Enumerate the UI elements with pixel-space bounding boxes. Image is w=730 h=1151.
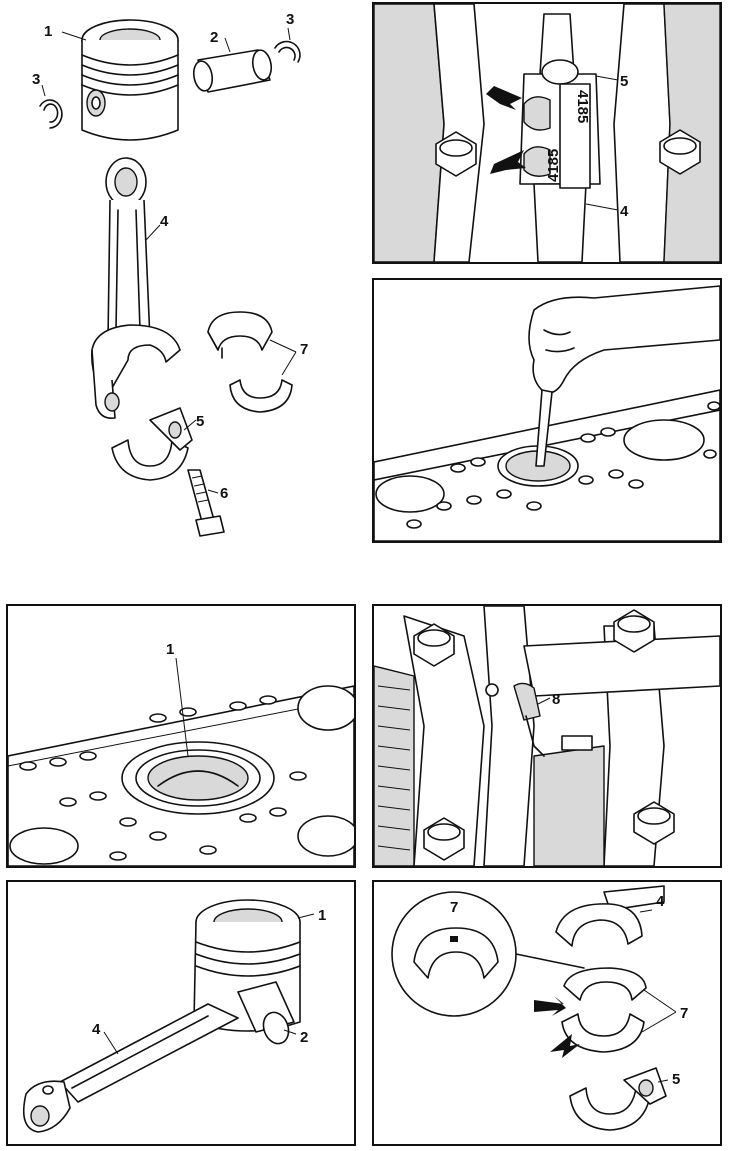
circlip-right bbox=[274, 40, 301, 63]
connecting-rod bbox=[22, 1003, 239, 1133]
circlip-left bbox=[39, 99, 63, 129]
label-shell-detail: 7 bbox=[450, 899, 458, 916]
shell-detail bbox=[413, 927, 499, 979]
piston-in-bore-panel: 1 bbox=[6, 604, 356, 868]
label-rod: 4 bbox=[92, 1021, 101, 1038]
hand-with-probe bbox=[528, 285, 720, 467]
crankcase-jet-panel: 8 bbox=[372, 604, 722, 868]
arrow-upper-icon bbox=[486, 86, 522, 110]
probe-icon bbox=[535, 389, 553, 467]
label-cap: 5 bbox=[196, 413, 204, 430]
rod-bolt bbox=[187, 469, 225, 537]
bore-probe-drawing bbox=[374, 285, 720, 541]
gasket-holes bbox=[19, 695, 307, 861]
arrow-lower-icon bbox=[550, 1034, 580, 1058]
arrow-lower-icon bbox=[490, 150, 526, 174]
piston-pin bbox=[237, 981, 295, 1045]
bolt-top-right bbox=[613, 609, 655, 653]
rod-marking-panel: 4185 4185 5 4 bbox=[372, 2, 722, 264]
label-shells: 7 bbox=[680, 1005, 688, 1022]
connecting-rod bbox=[555, 885, 665, 947]
bolt-bottom-right bbox=[633, 801, 675, 845]
piston-rod-drawing: 1 2 4 bbox=[22, 899, 326, 1133]
label-bolt: 6 bbox=[220, 485, 228, 502]
label-cap: 5 bbox=[620, 73, 628, 90]
label-rod: 4 bbox=[620, 203, 629, 220]
rod-stamp-face bbox=[559, 83, 591, 189]
bearing-shells-drawing: 7 4 7 5 bbox=[391, 885, 688, 1131]
piston-crown bbox=[147, 755, 249, 801]
main-bearing-bolt-right bbox=[659, 129, 701, 175]
bore-probe-panel bbox=[372, 278, 722, 543]
label-shells: 7 bbox=[300, 341, 308, 358]
stamp-upper: 4185 bbox=[574, 90, 591, 123]
piston-pin bbox=[192, 49, 273, 93]
label-rod: 4 bbox=[160, 213, 169, 230]
piston bbox=[81, 19, 179, 141]
bearing-shell-upper bbox=[563, 967, 647, 1001]
label-cap: 5 bbox=[672, 1071, 680, 1088]
bearing-shell-lower bbox=[229, 379, 293, 413]
label-piston: 1 bbox=[166, 641, 174, 658]
gasket-holes bbox=[406, 401, 720, 529]
bearing-shell-lower bbox=[561, 1013, 645, 1053]
label-rod: 4 bbox=[656, 893, 665, 910]
crankcase-jet-drawing: 8 bbox=[374, 606, 720, 866]
oil-jet bbox=[513, 682, 593, 757]
rod-cap bbox=[111, 407, 193, 481]
bolt-bottom-left bbox=[423, 817, 465, 861]
arrow-upper-icon bbox=[534, 996, 566, 1016]
piston-rod-panel: 1 2 4 bbox=[6, 880, 356, 1146]
connecting-rod bbox=[91, 157, 181, 420]
label-circlip-left: 3 bbox=[32, 71, 40, 88]
label-piston: 1 bbox=[318, 907, 326, 924]
stamp-lower: 4185 bbox=[545, 149, 562, 182]
rod-cap bbox=[569, 1067, 667, 1131]
label-pin: 2 bbox=[300, 1029, 308, 1046]
label-piston: 1 bbox=[44, 23, 52, 40]
piston-in-bore-drawing: 1 bbox=[8, 641, 354, 866]
bolt-top-left bbox=[413, 623, 455, 667]
exploded-view-panel: 1 2 3 3 4 7 5 6 bbox=[0, 0, 360, 560]
label-oil-jet: 8 bbox=[552, 691, 560, 708]
exploded-view-drawing: 1 2 3 3 4 7 5 6 bbox=[32, 11, 308, 537]
rod-marking-drawing: 4185 4185 5 4 bbox=[374, 4, 720, 262]
label-circlip-right: 3 bbox=[286, 11, 294, 28]
bearing-shell-upper bbox=[207, 311, 273, 359]
label-pin: 2 bbox=[210, 29, 218, 46]
bearing-shells-panel: 7 4 7 5 bbox=[372, 880, 722, 1146]
main-bearing-bolt-left bbox=[435, 131, 477, 177]
